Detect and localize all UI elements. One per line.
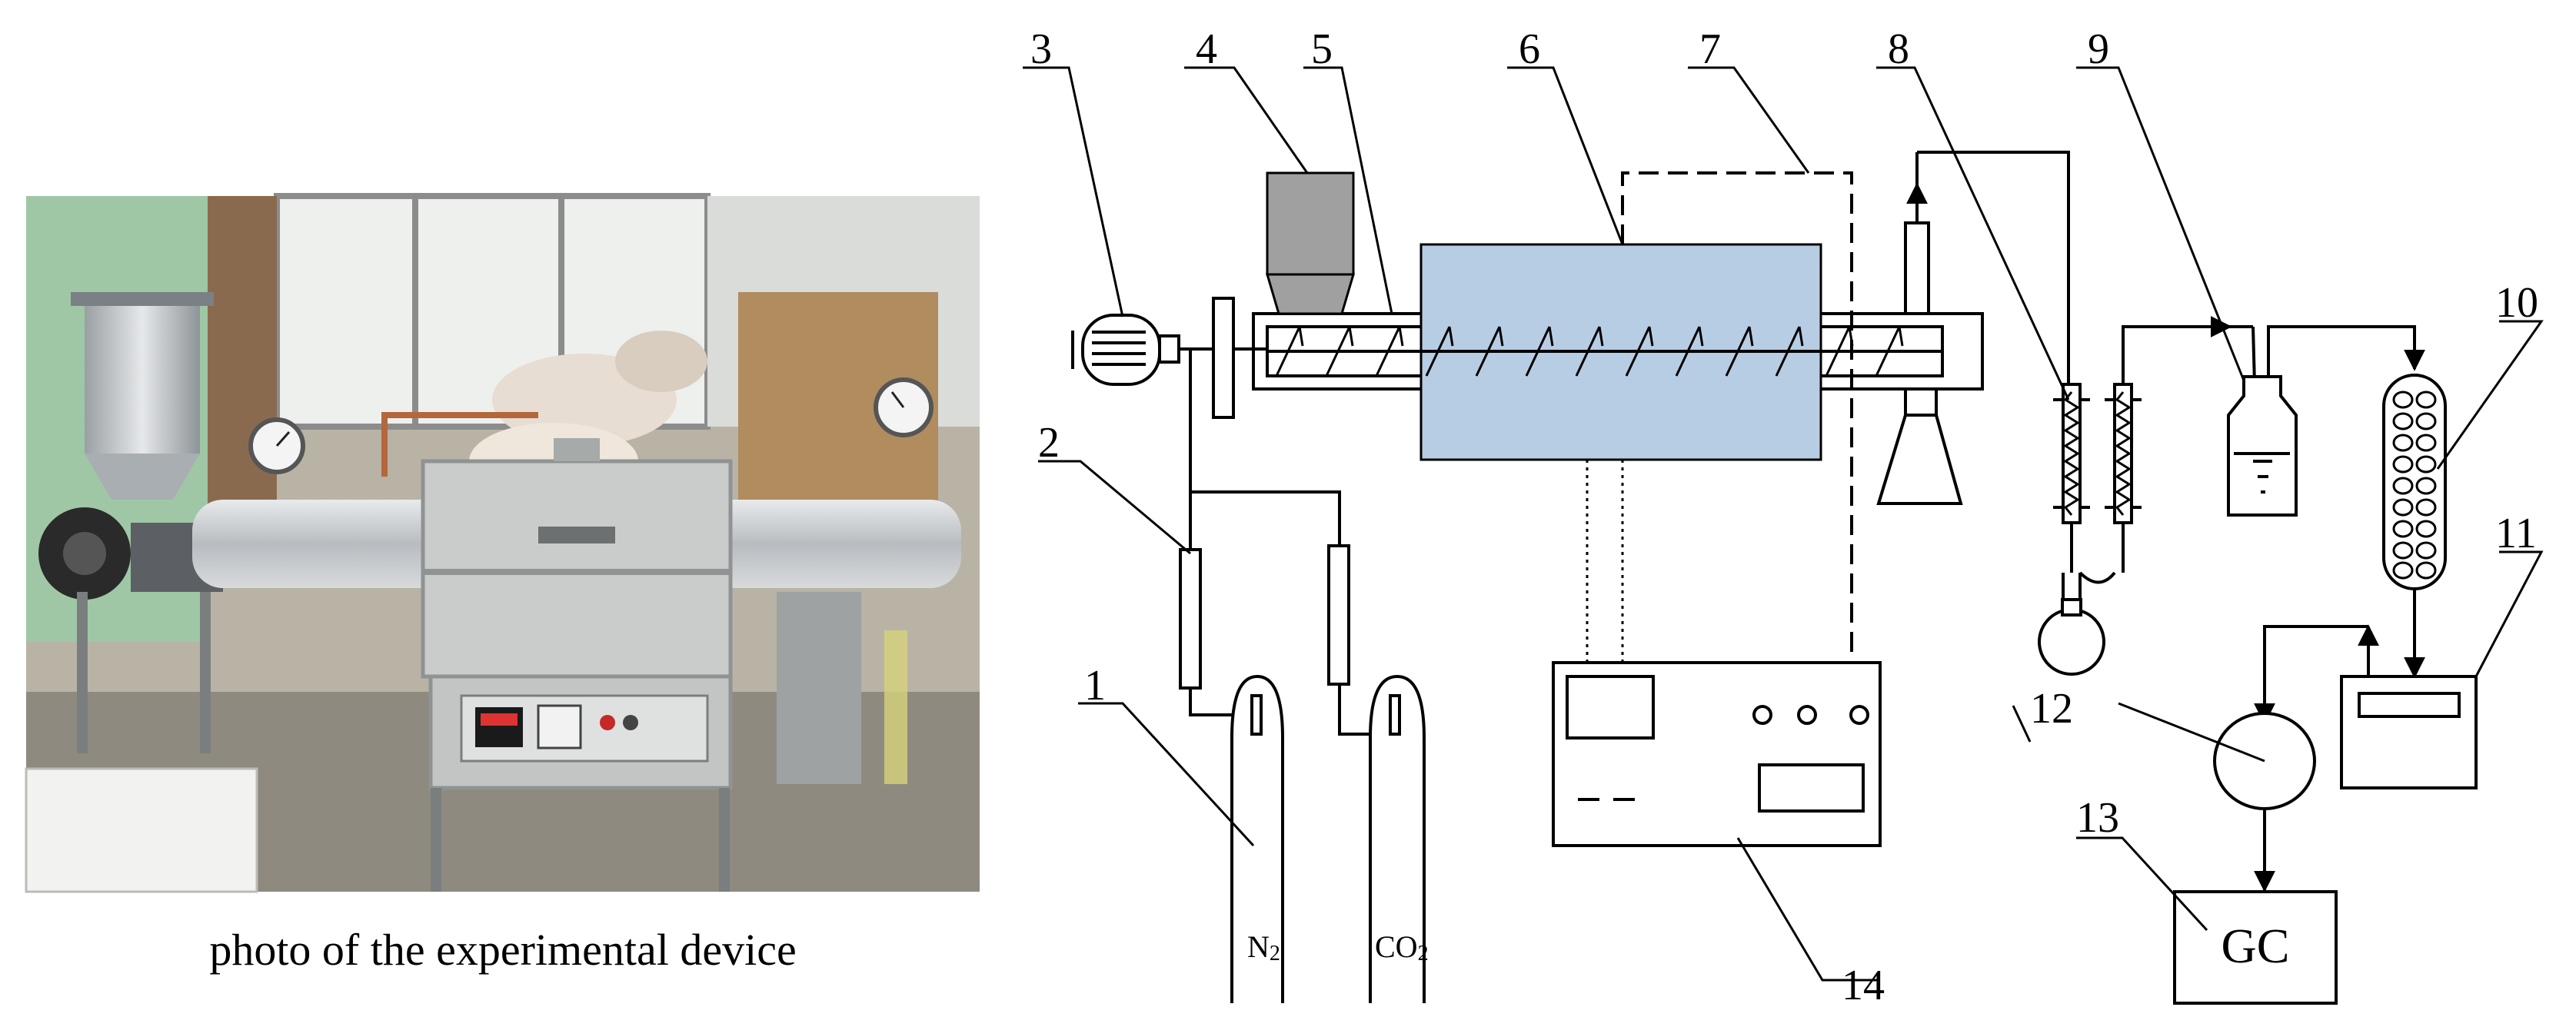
label-8: 8 (1888, 25, 1909, 73)
callout-numbers: 3 4 5 6 7 8 9 10 11 12 13 2 1 14 (1030, 25, 2538, 1009)
condenser-left (2053, 383, 2090, 524)
n2-cylinder-label: N2 (1247, 929, 1280, 966)
label-9: 9 (2088, 25, 2109, 73)
feed-hopper (1265, 171, 1356, 315)
label-10: 10 (2495, 279, 2538, 327)
label-5: 5 (1311, 25, 1333, 73)
photo-white-equipment (26, 769, 257, 892)
photo-meter (537, 704, 582, 749)
gas-wash-bottle (2227, 325, 2425, 517)
co2-cylinder-label: CO2 (1375, 929, 1429, 966)
screw-shaft (1267, 326, 1942, 377)
label-3: 3 (1030, 25, 1052, 73)
gas-flow-meter (2340, 669, 2478, 789)
gc-label: GC (2222, 919, 2290, 973)
flange (1212, 297, 1235, 419)
drying-column (2382, 374, 2447, 679)
rotameter-co2 (1327, 544, 1350, 686)
label-4: 4 (1196, 25, 1217, 73)
motor (1071, 314, 1215, 386)
photo-hopper (85, 300, 200, 454)
screw-flights (1275, 326, 1904, 377)
label-13: 13 (2076, 794, 2119, 842)
photo-switch-red (600, 715, 615, 730)
label-1: 1 (1084, 662, 1106, 710)
solid-collector (1876, 389, 1963, 505)
liquid-collection-flask (2038, 523, 2125, 676)
rotameter-n2 (1179, 548, 1202, 690)
label-7: 7 (1699, 25, 1721, 73)
experimental-device-photo (25, 193, 980, 893)
control-dashed-boundary (1621, 171, 1853, 661)
gas-outlet-riser (1904, 151, 2070, 415)
label-2: 2 (1038, 419, 1060, 467)
cylinder-n2 (1230, 674, 1284, 1003)
label-12: 12 (2030, 685, 2073, 733)
photo-temperature-display (475, 707, 523, 747)
gas-chromatograph (2173, 890, 2338, 1005)
label-14: 14 (1842, 962, 1885, 1009)
label-6: 6 (1519, 25, 1540, 73)
callout-leaders (1023, 66, 2544, 982)
temperature-controller (1552, 661, 1882, 847)
schematic-diagram (1023, 66, 2544, 1005)
condenser-right (2105, 316, 2232, 524)
photo-caption: photo of the experimental device (209, 925, 796, 975)
label-11: 11 (2495, 510, 2537, 557)
cylinder-co2 (1369, 674, 1426, 1003)
